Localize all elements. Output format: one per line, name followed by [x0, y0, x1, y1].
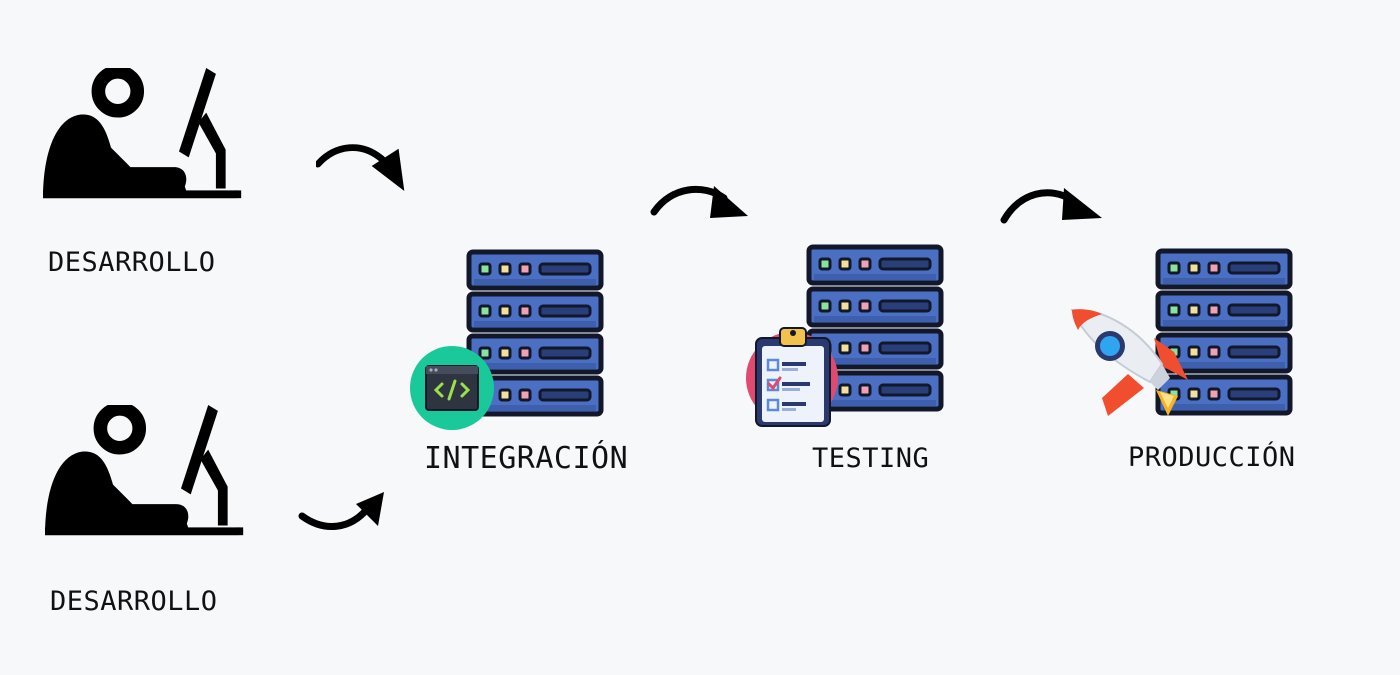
developer-top-icon — [42, 68, 248, 204]
developer-bottom-icon — [44, 405, 250, 541]
stage-label-integration: INTEGRACIÓN — [424, 441, 629, 476]
stage-label-dev-top: DESARROLLO — [48, 247, 216, 278]
rocket-icon — [1064, 304, 1194, 424]
code-window-icon — [410, 346, 494, 430]
stage-label-testing: TESTING — [812, 443, 930, 474]
curved-arrow-icon — [316, 136, 412, 196]
curved-arrow-icon — [298, 492, 386, 540]
clipboard-checklist-icon — [744, 324, 844, 428]
curved-arrow-icon — [1000, 184, 1104, 224]
stage-label-dev-bottom: DESARROLLO — [50, 586, 218, 617]
curved-arrow-icon — [650, 180, 752, 222]
stage-label-production: PRODUCCIÓN — [1128, 442, 1296, 473]
